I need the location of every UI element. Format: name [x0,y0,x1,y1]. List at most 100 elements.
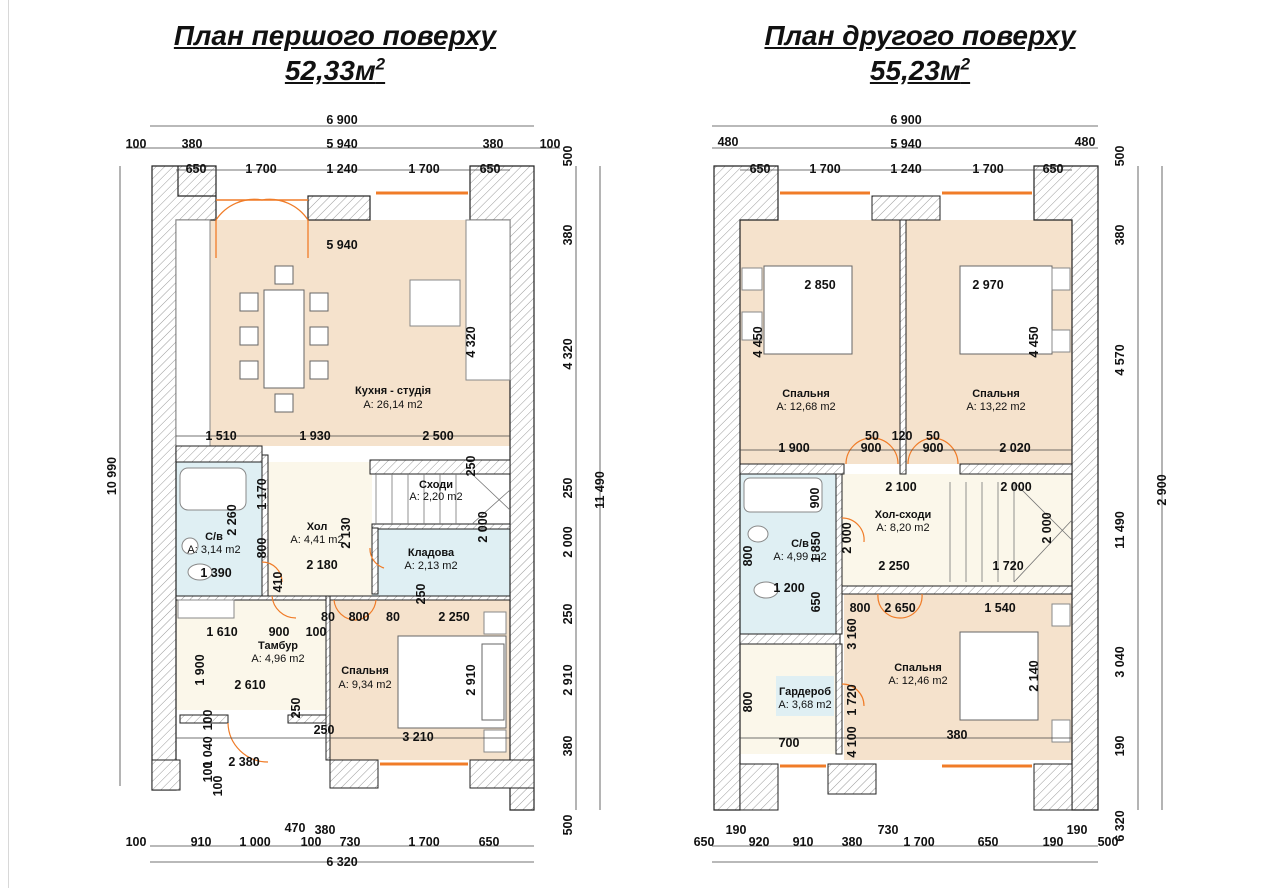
plan2-wall-left [713,165,779,811]
plan2-dim: 1 850 [809,531,823,562]
plan2-dim: 11 490 [1113,511,1127,549]
plan1-dim: 1 170 [255,478,269,509]
plan2-bed [763,265,853,355]
plan1-room-name: Спальня [341,665,389,677]
plan1-dim: 100 [301,835,322,849]
plan2-drawing: Спальня A: 12,68 m2 Спальня A: 13,22 m2 … [694,113,1169,863]
plan2-dim: 800 [741,692,755,713]
plan1-dim: 250 [314,723,335,737]
plan2-room-area: A: 4,99 m2 [773,551,826,563]
plan2-room-name: Хол-сходи [875,509,931,521]
plan1-dim: 6 320 [326,855,357,869]
plan1-dim: 250 [289,698,303,719]
plan2-dim: 900 [808,488,822,509]
plan1-title: План першого поверху [173,20,497,51]
plan1-dim: 100 [201,762,215,783]
plan1-dim: 2 610 [234,678,265,692]
plan1-dim: 100 [306,625,327,639]
plan2-dim: 2 140 [1027,660,1041,691]
plan2-dim: 1 540 [984,601,1015,615]
plan2-room-name: Спальня [894,662,942,674]
plan1-dim: 2 910 [561,664,575,695]
plan1-dim: 650 [186,162,207,176]
plan2-dim: 1 240 [890,162,921,176]
plan2-dim: 4 450 [751,326,765,357]
page-edge-line [8,0,9,888]
plan1-dim: 1 700 [408,835,439,849]
plan2-dim: 650 [809,592,823,613]
plan1-dim: 2 260 [225,504,239,535]
plan1-dim: 2 130 [339,517,353,548]
plan2-dim: 1 700 [903,835,934,849]
plan2-dim: 920 [749,835,770,849]
plan1-sink [181,537,199,555]
plan2-wall-right [1033,165,1099,811]
plan2-dim: 190 [1067,823,1088,837]
plan1-dim: 4 320 [561,338,575,369]
plan2-dim: 50 [865,429,879,443]
plan1-dim: 500 [561,815,575,836]
plan1-dim: 470 [285,821,306,835]
plan2-dim: 650 [1043,162,1064,176]
plan1-dim: 250 [464,456,478,477]
plan2-dim: 380 [947,728,968,742]
plan2-dim: 800 [850,601,871,615]
plan1-dim: 100 [201,710,215,731]
plan1-dim: 380 [561,736,575,757]
plan1-dim: 6 900 [326,113,357,127]
plan1-dim: 650 [479,835,500,849]
plan2-dim: 380 [1113,225,1127,246]
plan2-dim: 2 850 [804,278,835,292]
plan2-dim: 6 900 [890,113,921,127]
plan1-dim: 1 900 [193,654,207,685]
plan2-dim: 190 [1043,835,1064,849]
plan1-dim: 380 [182,137,203,151]
plan1-coffee-table [409,279,461,327]
plan2-dim: 2 100 [885,480,916,494]
plan2-dim: 3 040 [1113,646,1127,677]
plan2-toilet [753,581,779,599]
plan1-dim: 800 [255,538,269,559]
plan2-hall-floor [840,474,1072,586]
plan1-kitchen-floor [176,220,510,446]
plan1-dim: 2 180 [306,558,337,572]
plan2-dim: 2 000 [840,522,854,553]
plan2-dim: 3 160 [845,618,859,649]
plan2-room-name: Гардероб [779,686,831,698]
plan1-room-area: A: 4,41 m2 [290,534,343,546]
plan2-room-area: A: 3,68 m2 [778,699,831,711]
plan1-dim: 730 [340,835,361,849]
plan1-dim: 100 [126,137,147,151]
plan1-room-area: A: 4,96 m2 [251,653,304,665]
plan1-dim: 250 [414,584,428,605]
plan1-dim: 2 000 [476,511,490,542]
plan2-dim: 4 450 [1027,326,1041,357]
plan1-dim: 1 000 [239,835,270,849]
plan1-room-name: Хол [307,521,328,533]
plan1-dim: 5 940 [326,137,357,151]
plan2-room-area: A: 12,46 m2 [888,675,947,687]
plan2-dim: 380 [842,835,863,849]
plan2-dim: 730 [878,823,899,837]
plan1-sofa [465,219,511,381]
plan1-dim: 2 500 [422,429,453,443]
plan1-room-name: Тамбур [258,640,298,652]
plan2-dim: 910 [793,835,814,849]
plan2-bed [959,631,1039,721]
plan1-room-name: Кухня - студія [355,385,431,397]
plan2-dim: 480 [718,135,739,149]
plan2-dim: 650 [694,835,715,849]
plan2-area-value: 55,23м [869,55,961,86]
plan1-dim: 1 930 [299,429,330,443]
plan1-dim: 80 [321,610,335,624]
plan1-dim: 380 [561,225,575,246]
plan1-dim: 80 [386,610,400,624]
plan2-dim: 480 [1075,135,1096,149]
plan2-area-sup: 2 [960,54,971,74]
plan2-dim: 900 [923,441,944,455]
plan2-area: 55,23м2 [705,56,1135,86]
plan2-dim: 500 [1113,146,1127,167]
plan2-dim: 4 100 [845,726,859,757]
plan1-toilet [187,563,213,581]
plan2-room-area: A: 8,20 m2 [876,522,929,534]
